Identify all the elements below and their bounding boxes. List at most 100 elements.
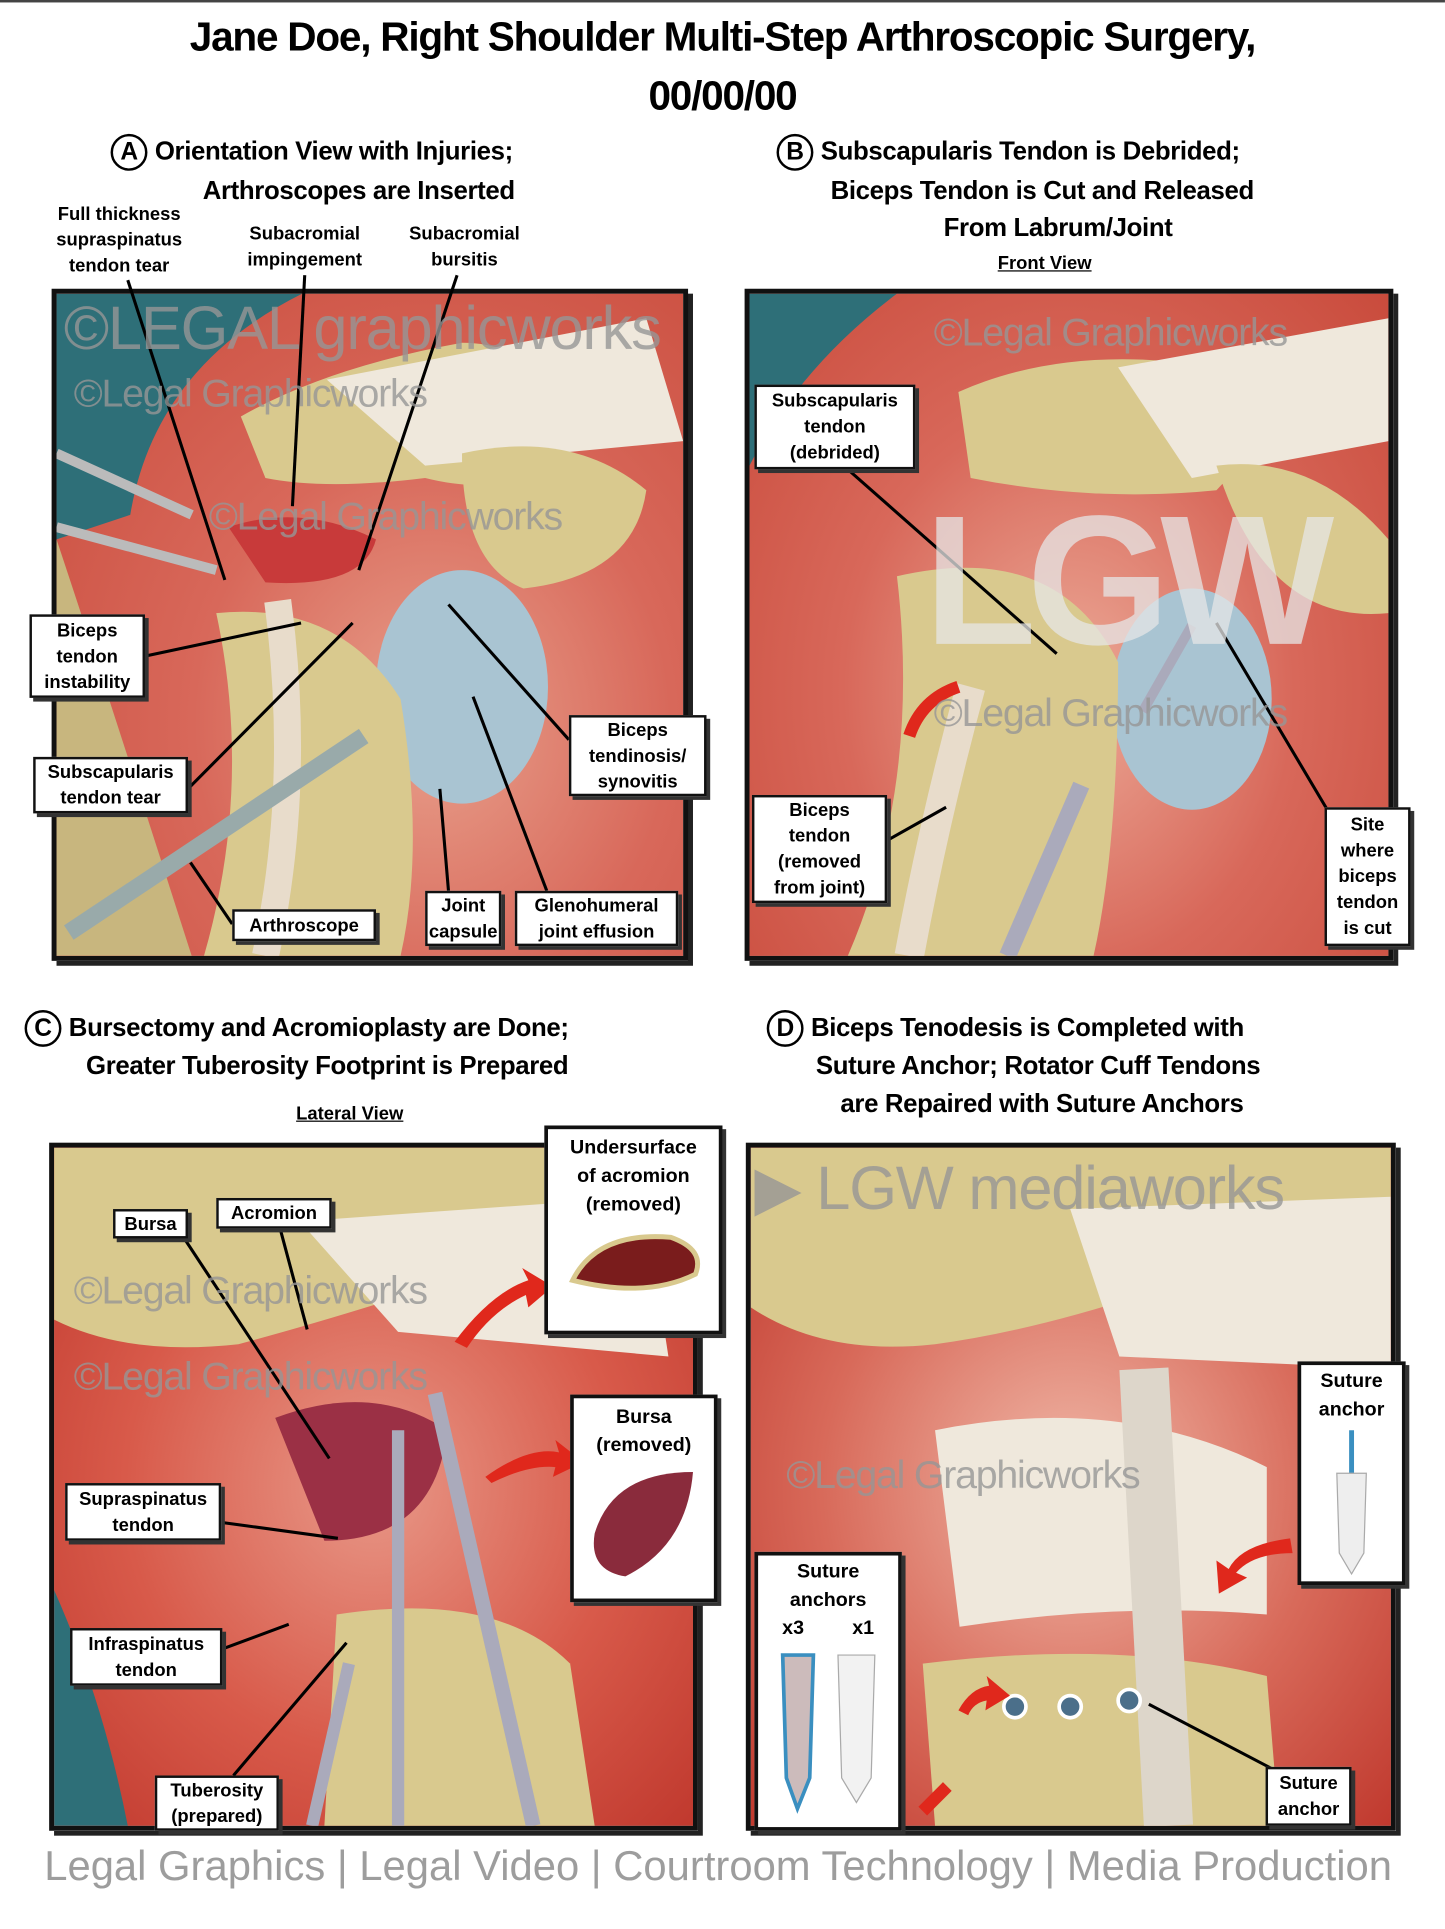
- label-line: Suture: [1279, 1773, 1338, 1794]
- suture-anchors-image: [780, 1653, 876, 1814]
- panel-c-heading-2: Greater Tuberosity Footprint is Prepared: [86, 1051, 569, 1081]
- label-line: (removed): [596, 1435, 692, 1457]
- label-line: (removed: [778, 851, 862, 873]
- page-date: 00/00/00: [648, 72, 797, 118]
- label-line: Subacromial: [249, 223, 361, 245]
- label-line: tendinosis/: [589, 745, 687, 767]
- panel-b-heading-2: Biceps Tendon is Cut and Released: [830, 176, 1255, 206]
- label-line: tendon tear: [68, 255, 170, 277]
- label-line: Tuberosity: [170, 1779, 264, 1801]
- label-line: Biceps: [57, 619, 118, 641]
- label-line: Bursa: [615, 1406, 672, 1428]
- label-infraspinatus-tendon: Infraspinatus tendon: [70, 1628, 223, 1686]
- removed-bone-fragment-image: [568, 1234, 700, 1291]
- label-line: Subscapularis: [771, 390, 898, 412]
- heading-line: Biceps Tenodesis is Completed with: [810, 1013, 1244, 1042]
- label-line: Biceps: [789, 799, 850, 821]
- panel-d-letter: D: [766, 1010, 804, 1048]
- label-biceps-tendon-removed: Biceps tendon (removed from joint): [751, 794, 888, 904]
- label-line: joint effusion: [538, 920, 655, 942]
- brand-text: LGW mediaworks: [816, 1153, 1285, 1223]
- count-x1: x1: [852, 1618, 875, 1640]
- label-biceps-tendon-instability: Biceps tendon instability: [29, 614, 145, 698]
- inset-undersurface-acromion: Undersurface of acromion (removed): [544, 1125, 723, 1335]
- label-line: anchor: [1318, 1399, 1385, 1421]
- panel-a-illustration: [51, 288, 689, 961]
- heading-line: Subscapularis Tendon is Debrided;: [820, 137, 1240, 166]
- inset-bursa-removed: Bursa (removed): [570, 1394, 718, 1603]
- label-acromion: Acromion: [216, 1197, 332, 1229]
- label-line: tendon: [788, 825, 851, 847]
- panel-b-heading-3: From Labrum/Joint: [943, 213, 1173, 243]
- heading-line: Orientation View with Injuries;: [154, 137, 513, 166]
- label-line: tendon: [115, 1659, 177, 1681]
- count-x3: x3: [782, 1618, 805, 1640]
- suture-anchor-image: [1336, 1430, 1367, 1576]
- removed-bursa-image: [593, 1471, 693, 1577]
- heading-line: Bursectomy and Acromioplasty are Done;: [68, 1013, 569, 1042]
- label-line: impingement: [247, 249, 363, 271]
- label-line: of acromion: [577, 1166, 690, 1187]
- footer-watermark: Legal Graphics | Legal Video | Courtroom…: [44, 1843, 1392, 1890]
- label-line: instability: [44, 671, 131, 693]
- label-line: tendon tear: [60, 787, 161, 809]
- label-line: bursitis: [431, 249, 498, 271]
- label-line: (debrided): [789, 442, 880, 464]
- inset-suture-anchors: Suture anchors x3 x1: [754, 1551, 902, 1831]
- label-tuberosity-prepared: Tuberosity (prepared): [154, 1775, 279, 1831]
- panel-a-heading-2: Arthroscopes are Inserted: [202, 176, 515, 206]
- label-line: supraspinatus: [56, 229, 183, 251]
- label-line: tendon: [1336, 892, 1399, 913]
- label-line: from joint): [773, 877, 866, 899]
- label-line: (removed): [585, 1194, 681, 1216]
- brand-watermark-left: ©LEGAL graphicworks: [63, 293, 662, 363]
- label-bursa: Bursa: [113, 1209, 188, 1239]
- label-biceps-tendinosis: Biceps tendinosis/synovitis: [568, 715, 707, 797]
- panel-d-heading-2: Suture Anchor; Rotator Cuff Tendons: [815, 1051, 1261, 1081]
- label-line: Suture anchors: [789, 1561, 867, 1611]
- label-line: (prepared): [171, 1805, 263, 1827]
- label-line: Site: [1350, 814, 1385, 836]
- label-suture-anchor-bottom: Suture anchor: [1265, 1766, 1352, 1826]
- label-line: is cut: [1343, 917, 1392, 939]
- label-line: tendon: [56, 645, 118, 667]
- panel-c-letter: C: [24, 1010, 62, 1048]
- label-subacromial-bursitis: Subacromial bursitis: [393, 221, 536, 273]
- label-subacromial-impingement: Subacromial impingement: [231, 221, 378, 273]
- label-line: Supraspinatus: [79, 1488, 208, 1510]
- label-arthroscope: Arthroscope: [232, 909, 376, 942]
- panel-d-heading-3: are Repaired with Suture Anchors: [840, 1089, 1244, 1119]
- play-icon: ▶: [754, 1153, 801, 1223]
- label-line: Glenohumeral: [534, 895, 659, 916]
- brand-watermark-right: ▶ LGW mediaworks: [754, 1157, 1285, 1218]
- label-line: Undersurface: [570, 1137, 697, 1159]
- label-line: anchor: [1277, 1798, 1340, 1820]
- panel-a-letter: A: [110, 134, 148, 172]
- inset-suture-anchor: Suture anchor: [1297, 1361, 1406, 1586]
- anchor-counts: x3 x1: [758, 1615, 898, 1643]
- label-line: Suture: [1320, 1371, 1383, 1393]
- label-supraspinatus-tendon: Supraspinatus tendon: [65, 1483, 222, 1541]
- page-title: Jane Doe, Right Shoulder Multi-Step Arth…: [189, 13, 1257, 59]
- label-line: Subacromial: [409, 223, 520, 245]
- label-line: Full thickness: [57, 203, 181, 225]
- label-line: Infraspinatus: [88, 1633, 205, 1655]
- label-line: Biceps: [607, 719, 668, 741]
- label-subscapularis-tendon-tear: Subscapularis tendon tear: [33, 756, 188, 814]
- label-line: Subscapularis: [47, 761, 174, 783]
- label-line: capsule: [428, 920, 498, 942]
- panel-b-letter: B: [776, 134, 814, 172]
- panel-b-view-label: Front View: [997, 253, 1092, 275]
- label-joint-capsule: Joint capsule: [425, 890, 502, 947]
- label-full-thickness-tear: Full thickness supraspinatus tendon tear: [44, 202, 194, 279]
- label-line: synovitis: [597, 771, 678, 792]
- label-line: Joint: [441, 895, 486, 916]
- label-line: tendon: [112, 1514, 174, 1536]
